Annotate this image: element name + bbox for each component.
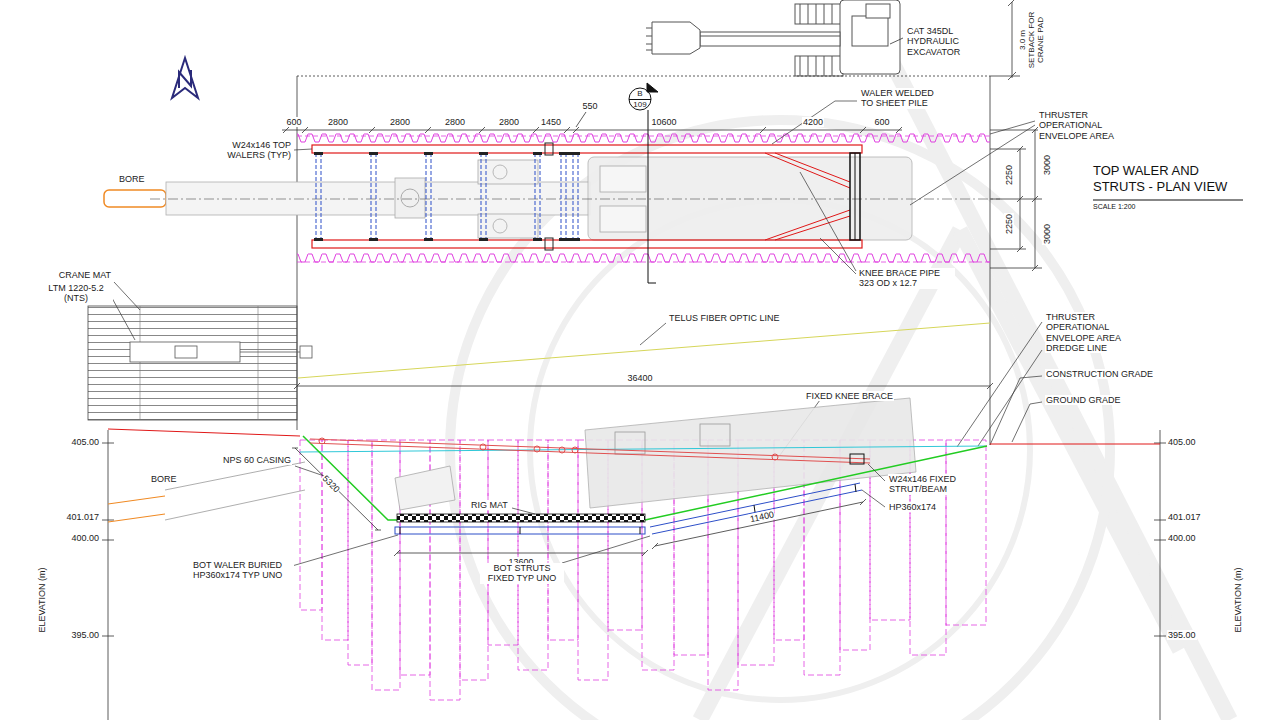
crane-mat [88, 306, 312, 420]
member-label: W24x146 TOP WALERS (TYP) [200, 140, 292, 161]
dimension-line [294, 383, 993, 389]
pipe-label: NPS 60 CASING [222, 455, 292, 465]
leader-line [292, 464, 885, 566]
axis-title: ELEVATION (m) [37, 566, 47, 633]
member-label: BOT WALER BURIED HP360x174 TYP UNO [192, 560, 294, 581]
equipment-label: CAT 345DL HYDRAULIC EXCAVATOR [906, 26, 970, 57]
fiber-optic-line [298, 323, 990, 378]
dimension-line [292, 448, 866, 556]
member-label: HP360x174 [888, 502, 937, 512]
line-label: GROUND GRADE [1045, 395, 1122, 405]
bottom-waler [395, 483, 862, 534]
area-label: THRUSTER OPERATIONAL ENVELOPE AREA [1038, 110, 1150, 141]
line-label: CONSTRUCTION GRADE [1045, 369, 1154, 379]
end-strut [850, 153, 860, 240]
dimension-label: 4200 [802, 117, 824, 127]
dimension-label: 2250 [1004, 213, 1014, 235]
dimension-label: 1450 [540, 117, 562, 127]
excavator [646, 0, 900, 76]
scale-note: SCALE 1:200 [1093, 203, 1135, 211]
elevation-label: 400.00 [1167, 533, 1197, 543]
thruster [478, 157, 912, 240]
dimension-label: 36400 [626, 373, 653, 383]
pipe-label: BORE [118, 174, 146, 184]
strut-cap [314, 143, 580, 250]
dimension-label: 11400 [748, 509, 776, 525]
dimension-label: 2800 [389, 117, 411, 127]
dimension-line [282, 112, 902, 133]
setback-note: 3.0 m SETBACK FOR CRANE PAD [1018, 10, 1046, 70]
dimension-label: 3000 [1042, 223, 1052, 245]
title-underline [1093, 199, 1243, 200]
rig-mat [397, 514, 645, 522]
elevation-label: 395.00 [1167, 630, 1197, 640]
member-label: RIG MAT [470, 500, 509, 510]
pipe-label: BORE [150, 474, 178, 484]
elevation-label: 395.00 [70, 630, 100, 640]
sheet-pile [297, 132, 990, 144]
member-label: BOT STRUTS FIXED TYP UNO [480, 563, 564, 584]
line-label: DREDGE LINE [1045, 343, 1108, 353]
area-label: THRUSTER OPERATIONAL ENVELOPE AREA [1045, 312, 1157, 343]
envelope-line [297, 262, 990, 263]
dimension-label: 5320 [320, 473, 343, 496]
section-mark: 109 [632, 100, 647, 109]
elevation-label: 401.017 [65, 512, 100, 522]
sheet-pile [297, 252, 990, 264]
dimension-label: 2800 [444, 117, 466, 127]
centerline [150, 199, 1000, 200]
fixed-strut [310, 438, 870, 464]
watermark [450, 0, 1230, 720]
envelope-line [297, 136, 990, 137]
elevation-label: 400.00 [70, 533, 100, 543]
dimension-label: 2250 [1004, 164, 1014, 186]
dimension-label: 3000 [1042, 154, 1052, 176]
equipment-label: LTM 1220-5.2 (NTS) [39, 283, 113, 304]
dimension-label: 2800 [498, 117, 520, 127]
dimension-label: 10600 [650, 117, 677, 127]
elevation-label: 405.00 [1167, 437, 1197, 447]
end-strut [855, 153, 856, 240]
axis-title: ELEVATION (m) [1233, 566, 1243, 633]
member-label: W24x146 FIXED STRUT/BEAM [888, 474, 985, 495]
drawing-title: TOP WALER AND STRUTS - PLAN VIEW [1093, 163, 1233, 194]
north-arrow [172, 58, 198, 98]
knee-brace [765, 153, 850, 240]
leader-line [890, 38, 903, 44]
member-label: FIXED KNEE BRACE [805, 391, 894, 401]
elevation-label: 401.017 [1167, 512, 1202, 522]
member-label: KNEE BRACE PIPE 323 OD x 12.7 [858, 268, 955, 289]
section-cut [629, 83, 658, 283]
grade-line [108, 429, 1160, 520]
thruster [395, 398, 916, 510]
equipment-label: CRANE MAT [58, 270, 112, 280]
dimension-label: 550 [581, 101, 598, 111]
dimension-label: 2800 [327, 117, 349, 127]
bore-pipe [108, 462, 305, 522]
elevation-label: 405.00 [70, 437, 100, 447]
section-mark: B [636, 89, 643, 98]
top-waler [312, 145, 862, 248]
excavation-outline [297, 76, 990, 445]
dimension-label: 600 [873, 117, 890, 127]
utility-label: TELUS FIBER OPTIC LINE [668, 313, 781, 323]
member-label: WALER WELDED TO SHEET PILE [860, 88, 940, 109]
strut [316, 153, 578, 240]
dimension-label: 600 [285, 117, 302, 127]
